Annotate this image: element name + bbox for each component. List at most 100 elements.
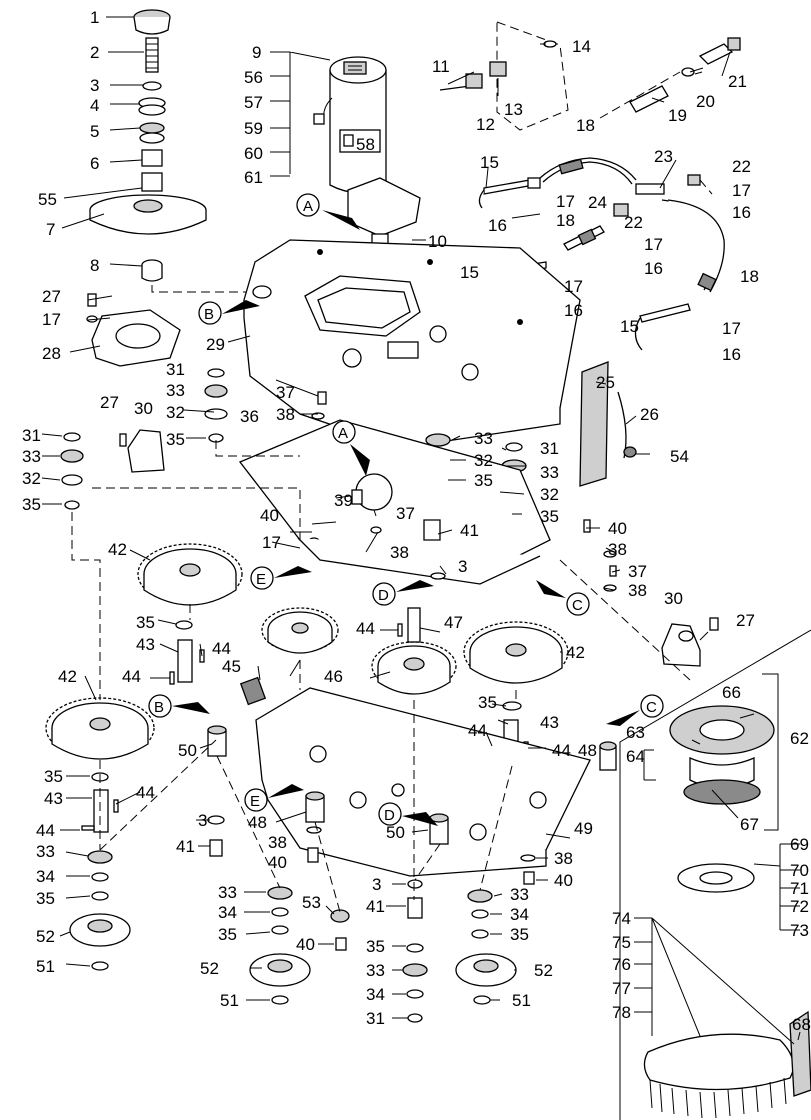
callout: 34 — [510, 905, 529, 924]
gear-42-left — [45, 697, 155, 760]
ref-marker-b-top: B — [198, 300, 260, 325]
assembly-paths — [71, 440, 691, 913]
callout: 11 — [432, 57, 450, 76]
callout: 53 — [302, 893, 321, 912]
callout: 24 — [588, 193, 607, 212]
callout: 56 — [244, 68, 263, 87]
callout: 13 — [504, 100, 523, 119]
callout: 52 — [200, 959, 219, 978]
callout: 40 — [554, 871, 573, 890]
callout: 41 — [460, 521, 479, 540]
callout: 59 — [244, 119, 263, 138]
ref-letter: D — [378, 587, 389, 604]
callout: 32 — [474, 451, 493, 470]
callout: 17 — [564, 277, 583, 296]
callout: 54 — [670, 447, 689, 466]
bracket-28 — [86, 293, 181, 367]
callout: 42 — [108, 540, 127, 559]
callout: 33 — [474, 429, 493, 448]
callout: 48 — [248, 813, 267, 832]
callout: 35 — [474, 471, 493, 490]
callout: 44 — [356, 619, 375, 638]
bracket-30-right — [583, 519, 719, 667]
gears — [45, 543, 569, 760]
callout: 76 — [612, 955, 631, 974]
reference-markers: A B A E D C B — [148, 193, 664, 826]
callout: 35 — [136, 613, 155, 632]
callout: 33 — [540, 463, 559, 482]
callout: 18 — [740, 267, 759, 286]
callout: 31 — [540, 439, 559, 458]
callout: 44 — [468, 721, 487, 740]
callout: 73 — [790, 921, 809, 940]
callout: 22 — [624, 213, 643, 232]
callout: 37 — [396, 504, 415, 523]
callout: 28 — [42, 344, 61, 363]
callout: 63 — [626, 723, 645, 742]
callout: 2 — [90, 43, 99, 62]
callout: 44 — [136, 783, 155, 802]
callout: 64 — [626, 747, 645, 766]
callout: 38 — [628, 581, 647, 600]
ref-marker-e-low: E — [244, 784, 304, 812]
upper-deck — [243, 239, 581, 449]
callout: 17 — [42, 310, 61, 329]
callout: 44 — [212, 639, 231, 658]
leader-lines — [41, 16, 801, 1045]
callout: 35 — [36, 889, 55, 908]
callout: 27 — [42, 287, 61, 306]
callout: 38 — [390, 543, 409, 562]
callout: 52 — [534, 961, 553, 980]
callout-labels: 1 2 3 4 5 6 55 7 8 9 56 57 59 60 61 58 1… — [22, 8, 811, 1034]
callout: 69 — [790, 835, 809, 854]
callout: 32 — [22, 469, 41, 488]
callout: 38 — [268, 833, 287, 852]
callout: 7 — [46, 220, 55, 239]
callout: 38 — [608, 540, 627, 559]
callout: 66 — [722, 683, 741, 702]
callout: 22 — [732, 157, 751, 176]
callout: 18 — [576, 116, 595, 135]
callout: 34 — [36, 867, 55, 886]
callout: 51 — [512, 991, 531, 1010]
callout: 16 — [644, 259, 663, 278]
callout: 17 — [732, 181, 751, 200]
callout: 19 — [668, 106, 687, 125]
callout: 16 — [732, 203, 751, 222]
callout: 35 — [510, 925, 529, 944]
callout: 32 — [540, 485, 559, 504]
callout: 27 — [100, 393, 119, 412]
lower-deck — [207, 687, 617, 877]
callout: 61 — [244, 168, 263, 187]
brush-motor — [313, 56, 421, 350]
callout: 31 — [366, 1009, 385, 1028]
callout: 17 — [262, 533, 281, 552]
callout: 78 — [612, 1003, 631, 1022]
ref-marker-c-low: C — [606, 694, 664, 726]
callout: 16 — [564, 301, 583, 320]
callout: 17 — [556, 192, 575, 211]
callout: 3 — [90, 76, 99, 95]
callout: 67 — [740, 815, 759, 834]
callout: 30 — [664, 589, 683, 608]
callout: 18 — [556, 211, 575, 230]
callout: 60 — [244, 144, 263, 163]
callout: 51 — [36, 957, 55, 976]
ref-letter: D — [384, 807, 395, 824]
callout: 58 — [356, 135, 375, 154]
callout: 70 — [790, 861, 809, 880]
callout: 50 — [386, 823, 405, 842]
callout: 34 — [218, 903, 237, 922]
callout: 37 — [276, 383, 295, 402]
callout: 4 — [90, 96, 99, 115]
ref-marker-b-low: B — [148, 694, 210, 718]
gear-42-top — [137, 543, 243, 606]
ref-marker-d-top: D — [372, 580, 434, 606]
callout: 47 — [444, 613, 463, 632]
gear-42-right — [463, 621, 569, 684]
callout: 74 — [612, 909, 631, 928]
callout: 39 — [334, 491, 353, 510]
callout: 35 — [366, 937, 385, 956]
callout: 33 — [218, 883, 237, 902]
